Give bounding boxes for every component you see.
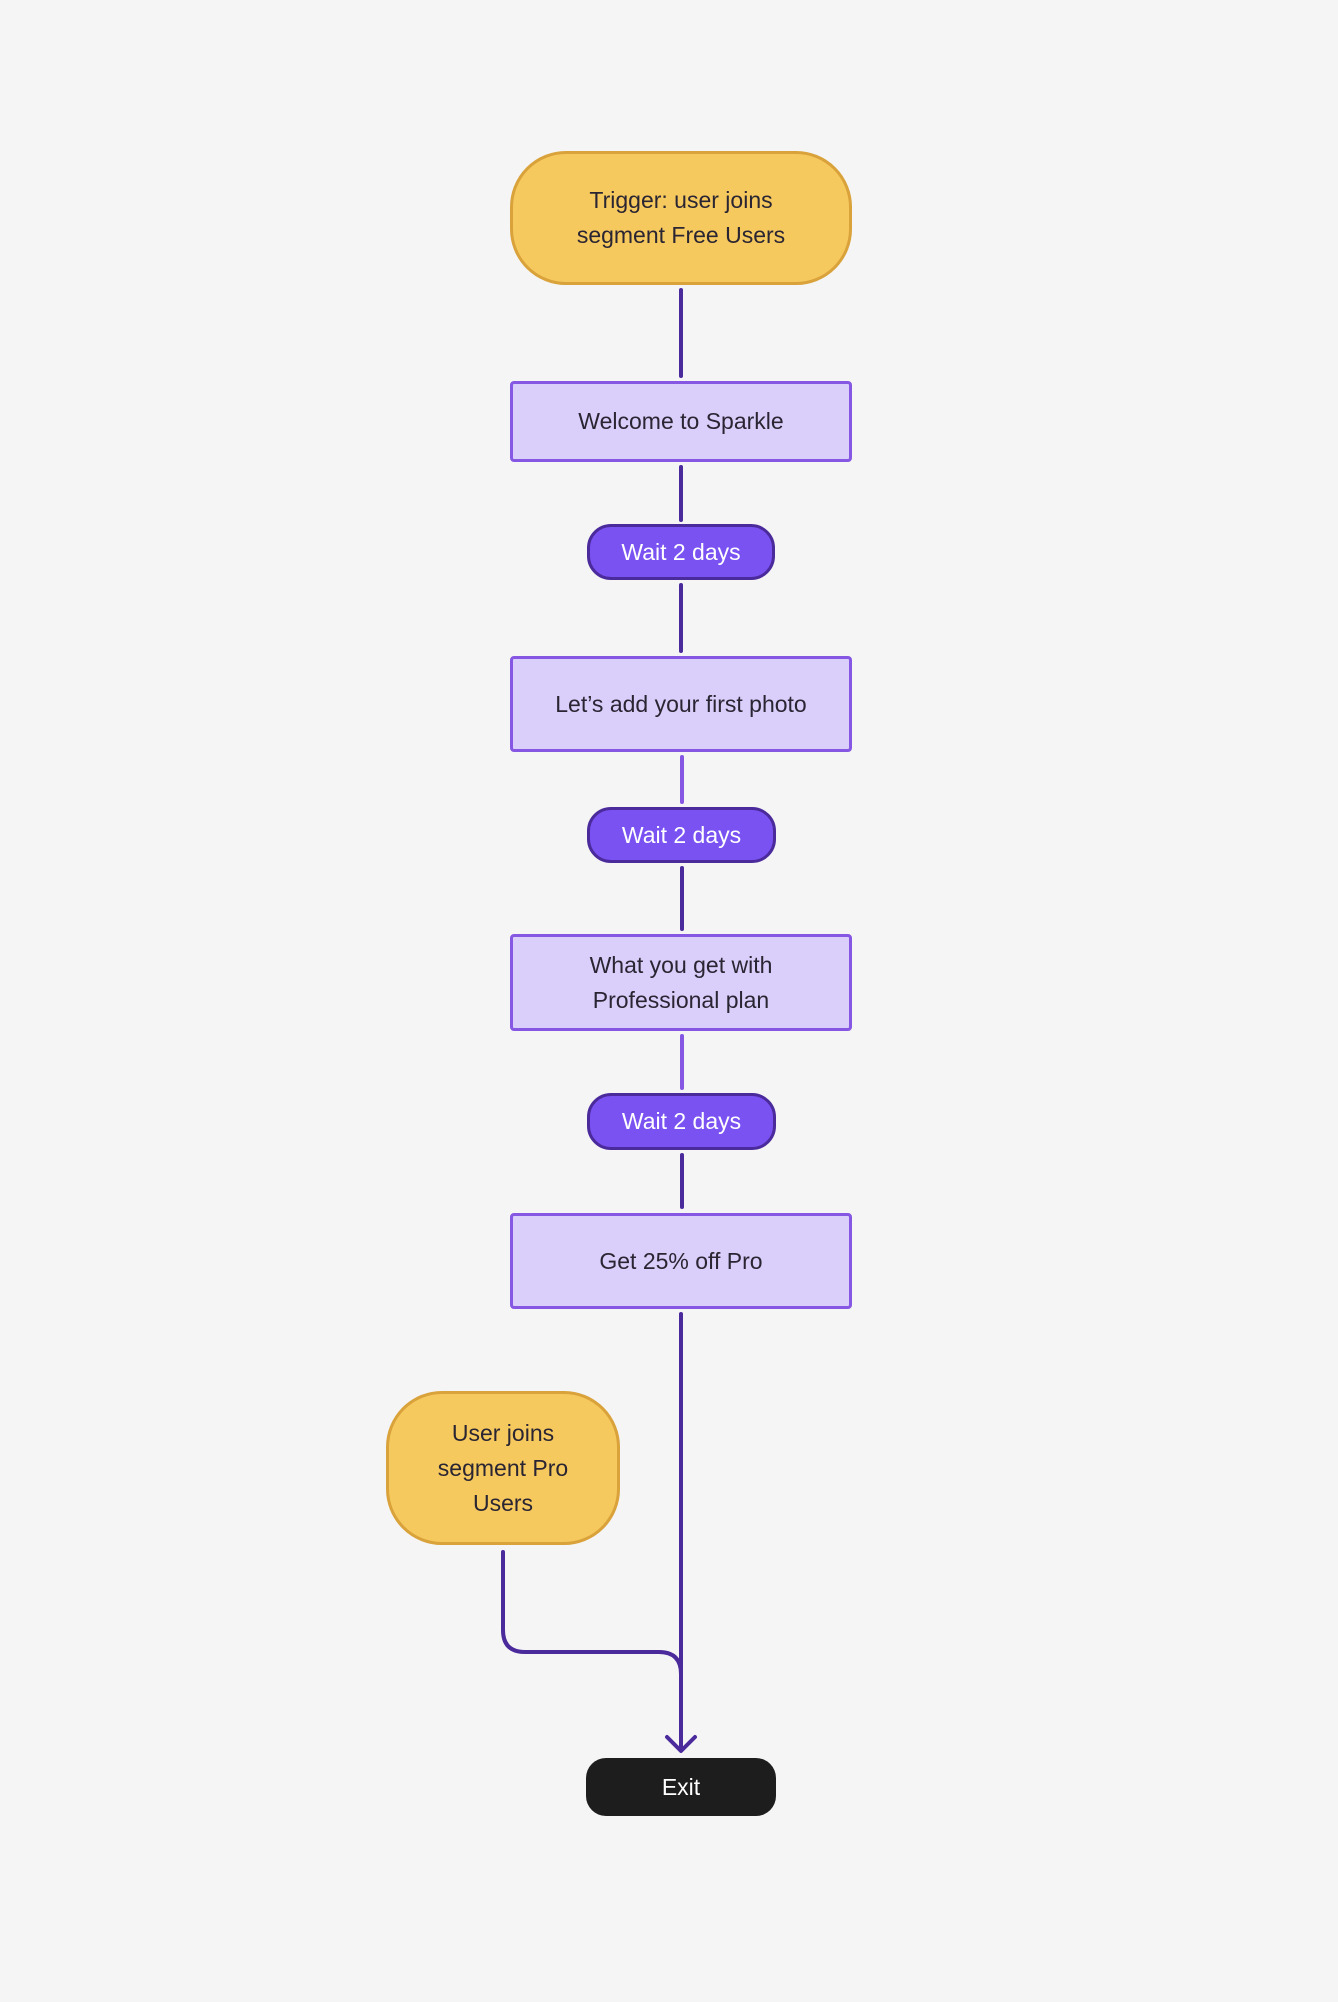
wait-step-3[interactable]: Wait 2 days [587, 1093, 776, 1150]
exit-trigger-pro-users[interactable]: User joins segment Pro Users [386, 1391, 620, 1545]
exit-arrowhead [665, 1735, 697, 1753]
wait-step-3-label: Wait 2 days [621, 1108, 742, 1134]
email-professional-plan-label: What you get with Professional plan [589, 951, 773, 1013]
exit-node-label: Exit [661, 1773, 701, 1800]
trigger-free-users[interactable]: Trigger: user joins segment Free Users [510, 151, 852, 285]
email-professional-plan[interactable]: What you get with Professional plan [510, 934, 852, 1031]
exit-trigger-pro-users-label: User joins segment Pro Users [437, 1419, 569, 1516]
connector-pro-users-to-exit [501, 1550, 683, 1676]
wait-step-1-label: Wait 2 days [621, 538, 741, 565]
trigger-free-users-label: Trigger: user joins segment Free Users [576, 187, 786, 248]
exit-node[interactable]: Exit [586, 1758, 776, 1816]
wait-step-1[interactable]: Wait 2 days [587, 524, 775, 580]
email-add-first-photo[interactable]: Let’s add your first photo [510, 656, 852, 752]
email-welcome-to-sparkle[interactable]: Welcome to Sparkle [510, 381, 852, 462]
email-discount-pro[interactable]: Get 25% off Pro [510, 1213, 852, 1309]
wait-step-2-label: Wait 2 days [621, 821, 742, 848]
email-welcome-to-sparkle-label: Welcome to Sparkle [578, 408, 784, 434]
email-add-first-photo-label: Let’s add your first photo [555, 690, 807, 717]
wait-step-2[interactable]: Wait 2 days [587, 807, 776, 863]
email-discount-pro-label: Get 25% off Pro [599, 1247, 763, 1274]
